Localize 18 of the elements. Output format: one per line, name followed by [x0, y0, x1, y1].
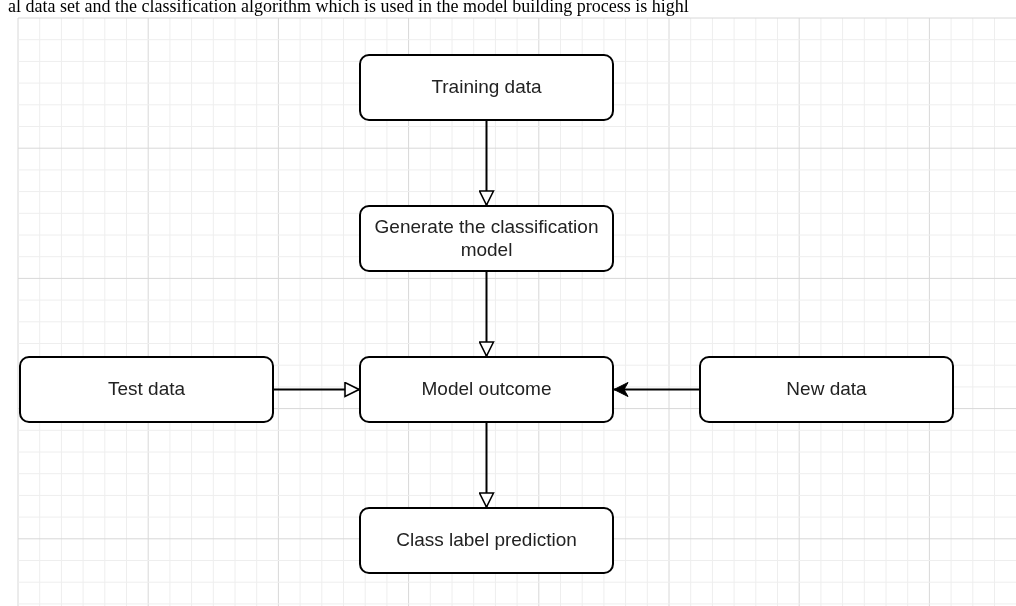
box-label: Class label prediction — [396, 529, 577, 552]
arrow — [478, 271, 495, 357]
box-label: Generate the classification model — [373, 215, 600, 262]
page-text: al data set and the classification algorithm which is used in the model building process is highl — [8, 0, 689, 15]
process-box — [19, 356, 274, 423]
arrow — [273, 381, 360, 398]
process-box — [359, 507, 614, 574]
process-box — [359, 205, 614, 272]
process-box — [359, 54, 614, 121]
arrow — [613, 382, 700, 397]
box-label: Training data — [431, 76, 542, 99]
arrow — [478, 120, 495, 206]
box-label: New data — [786, 378, 867, 401]
process-box — [359, 356, 614, 423]
box-label: Model outcome — [421, 378, 552, 401]
arrow — [478, 422, 495, 508]
process-box — [699, 356, 954, 423]
box-label: Test data — [107, 378, 186, 401]
